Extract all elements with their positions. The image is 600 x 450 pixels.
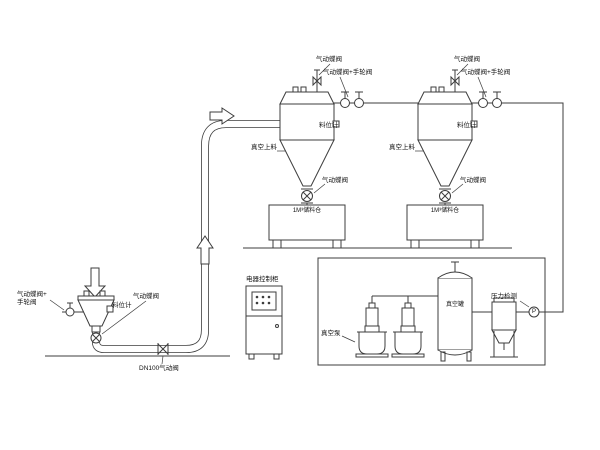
control-cabinet bbox=[245, 285, 283, 360]
v1-outlet-valve-icon bbox=[301, 190, 313, 202]
dn100-valve-icon bbox=[157, 343, 169, 355]
v1-top-valve-icon bbox=[312, 75, 322, 87]
label-v2-feed: 真空上料 bbox=[389, 144, 415, 151]
label-v2-top-combo: 气动蝶阀+手轮阀 bbox=[461, 69, 511, 76]
label-v1-feed: 真空上料 bbox=[251, 144, 277, 151]
v2-outlet-valve-icon bbox=[439, 190, 451, 202]
vacuum-tank bbox=[437, 271, 473, 362]
v1-line-valves bbox=[340, 91, 364, 108]
label-v1-level: 料位计 bbox=[319, 122, 339, 129]
v2-stand bbox=[406, 204, 484, 241]
filter-separator bbox=[490, 297, 518, 358]
label-v2-top-valve: 气动蝶阀 bbox=[454, 56, 480, 63]
v2-top-valve-icon bbox=[450, 75, 460, 87]
label-vacuum-tank: 真空罐 bbox=[445, 302, 464, 308]
pressure-gauge-icon bbox=[528, 306, 540, 318]
v1-stand bbox=[268, 204, 346, 241]
label-v1-outlet-valve: 气动蝶阀 bbox=[322, 177, 348, 184]
label-fs-valve: 气动蝶阀 bbox=[133, 293, 159, 300]
leader-lines bbox=[49, 63, 530, 365]
label-v1-top-combo: 气动蝶阀+手轮阀 bbox=[323, 69, 373, 76]
ground-lines bbox=[45, 247, 512, 357]
v2-level-sensor bbox=[470, 120, 478, 128]
v2-line-valves bbox=[478, 91, 502, 108]
label-cabinet: 电器控制柜 bbox=[246, 276, 279, 283]
label-fs-combo-valve: 气动蝶阀+ 手轮阀 bbox=[17, 291, 47, 306]
label-pressure: 压力检测 bbox=[491, 293, 517, 300]
label-v2-outlet-valve: 气动蝶阀 bbox=[460, 177, 486, 184]
label-v1-stand: 1M³储料仓 bbox=[292, 208, 322, 214]
v1-level-sensor bbox=[332, 120, 340, 128]
label-v2-stand: 1M³储料仓 bbox=[430, 208, 460, 214]
label-vacuum-pump: 真空泵 bbox=[321, 330, 341, 337]
feed-level-sensor bbox=[106, 305, 114, 313]
feed-hopper bbox=[77, 299, 115, 327]
vacuum-piping bbox=[334, 102, 564, 313]
label-fs-dn100: DN100气动阀 bbox=[139, 365, 179, 372]
label-v2-level: 料位计 bbox=[457, 122, 477, 129]
feed-combo-valve-icon bbox=[65, 302, 75, 317]
vacuum-pump-2 bbox=[391, 302, 425, 358]
vacuum-pump-1 bbox=[355, 302, 389, 358]
pipe-right-arrow bbox=[209, 107, 235, 125]
feed-station bbox=[62, 290, 169, 355]
label-gauge-p: P bbox=[531, 308, 536, 315]
feed-down-arrow bbox=[83, 267, 107, 298]
feed-outlet-valve-icon bbox=[90, 332, 102, 344]
pipe-up-arrow bbox=[196, 235, 214, 265]
label-v1-top-valve: 气动蝶阀 bbox=[316, 56, 342, 63]
label-fs-level: 料位计 bbox=[112, 302, 132, 309]
vacuum-system-box bbox=[317, 257, 546, 366]
flow-arrows bbox=[83, 107, 235, 298]
receiver-vessel-2 bbox=[406, 69, 502, 249]
material-pipe bbox=[92, 120, 281, 353]
receiver-vessel-1 bbox=[268, 69, 364, 249]
